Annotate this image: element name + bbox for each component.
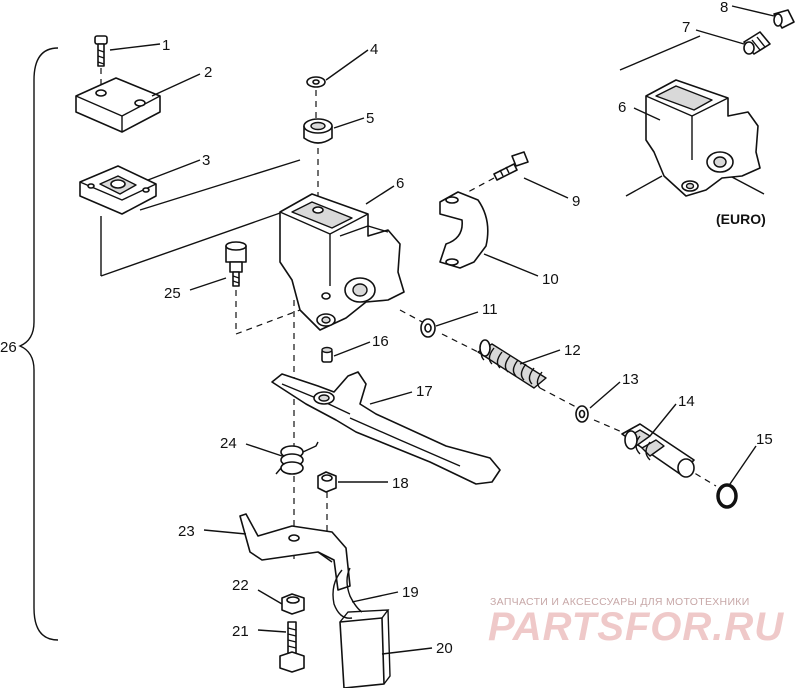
- part-17-brake-lever: [271, 371, 501, 485]
- callout-21: 21: [232, 623, 249, 640]
- callout-5: 5: [366, 110, 374, 127]
- euro-variant-label: (EURO): [716, 211, 766, 227]
- callout-7: 7: [682, 19, 690, 36]
- part-22-nut: [281, 593, 305, 615]
- part-5-bushing: [303, 118, 333, 144]
- euro-variant-housing: [619, 35, 765, 197]
- part-21-bolt: [279, 621, 305, 673]
- callout-17: 17: [416, 383, 433, 400]
- callout-13: 13: [622, 371, 639, 388]
- callout-9: 9: [572, 193, 580, 210]
- part-25-pivot-bolt: [225, 241, 247, 287]
- part-11-washer: [420, 318, 436, 338]
- part-6-master-cylinder-housing: [279, 193, 405, 331]
- callout-23: 23: [178, 523, 195, 540]
- part-13-washer: [575, 405, 589, 423]
- part-1-screw: [94, 35, 108, 88]
- callout-26: 26: [0, 339, 17, 356]
- callout-20: 20: [436, 640, 453, 657]
- callout-11: 11: [482, 301, 498, 318]
- callout-1: 1: [162, 37, 170, 54]
- part-16-bushing: [321, 346, 333, 363]
- part-7-fitting: [743, 31, 771, 55]
- watermark: ЗАПЧАСТИ И АКСЕССУАРЫ ДЛЯ МОТОТЕХНИКИ PA…: [488, 596, 784, 649]
- callout-15: 15: [756, 431, 773, 448]
- part-4-washer: [306, 76, 326, 88]
- callout-6-euro: 6: [618, 99, 626, 116]
- callout-14: 14: [678, 393, 695, 410]
- part-23-switch-bracket: [239, 513, 351, 591]
- callout-19: 19: [402, 584, 419, 601]
- callout-24: 24: [220, 435, 237, 452]
- callout-10: 10: [542, 271, 559, 288]
- assembly-bracket: [18, 47, 59, 641]
- callout-numbers: 1 2 3 4 5 6 6 7 8 9 10 11 12 13 14 15 16…: [0, 0, 773, 657]
- leader-lines: [109, 5, 775, 655]
- watermark-tagline: ЗАПЧАСТИ И АКСЕССУАРЫ ДЛЯ МОТОТЕХНИКИ: [490, 596, 750, 608]
- callout-18: 18: [392, 475, 409, 492]
- part-9-screw: [493, 151, 529, 181]
- part-19-switch-wire: [332, 567, 363, 619]
- part-3-diaphragm: [79, 165, 157, 215]
- callout-4: 4: [370, 41, 378, 58]
- part-15-snap-ring: [716, 483, 738, 509]
- callout-8: 8: [720, 0, 728, 16]
- callout-2: 2: [204, 64, 212, 81]
- part-8-cap: [773, 9, 795, 29]
- callout-3: 3: [202, 152, 210, 169]
- part-12-spring: [477, 339, 547, 389]
- part-14-piston: [621, 423, 695, 478]
- part-20-brake-light-switch: [339, 609, 391, 688]
- part-2-reservoir-cover: [75, 77, 161, 133]
- watermark-brand: PARTSFOR.RU: [488, 605, 784, 649]
- part-10-handlebar-clamp: [439, 191, 489, 269]
- callout-25: 25: [164, 285, 181, 302]
- part-18-nut: [317, 471, 337, 493]
- callout-22: 22: [232, 577, 249, 594]
- callout-16: 16: [372, 333, 389, 350]
- callout-6: 6: [396, 175, 404, 192]
- callout-12: 12: [564, 342, 581, 359]
- part-24-torsion-spring: [275, 441, 319, 475]
